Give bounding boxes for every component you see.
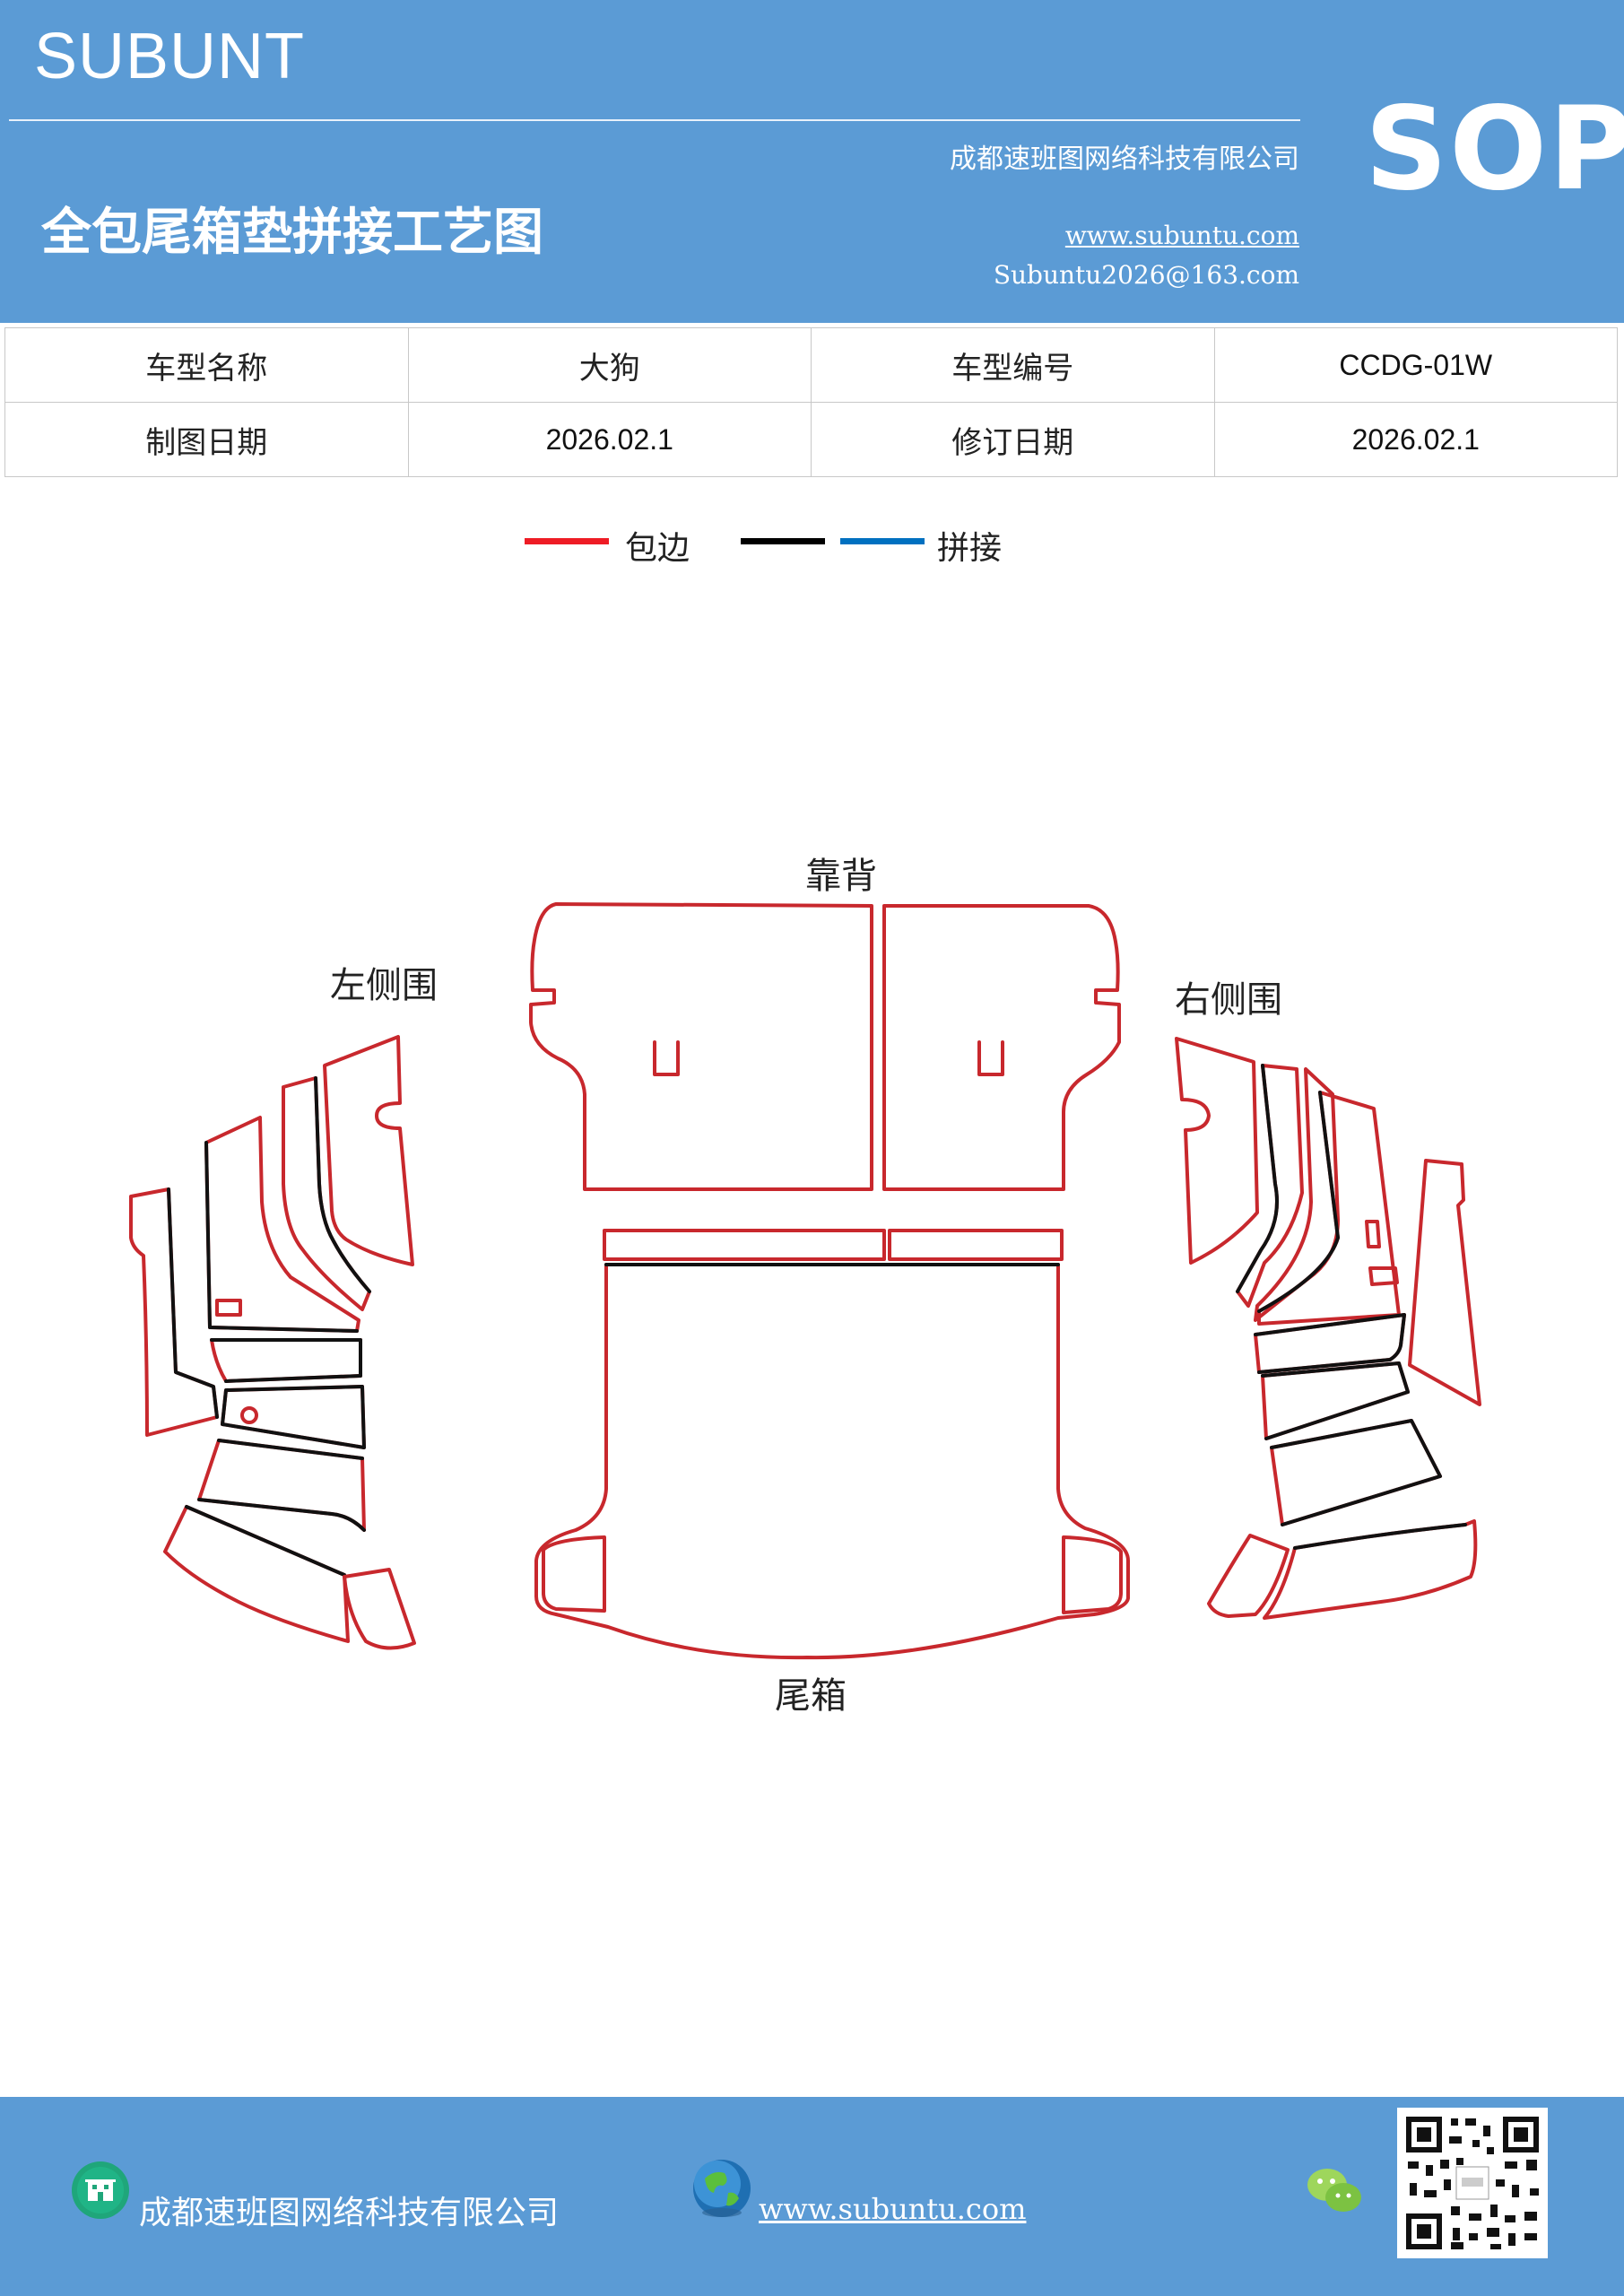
page-title: 全包尾箱垫拼接工艺图 xyxy=(41,203,543,262)
backrest-left-panel xyxy=(529,902,873,1191)
table-value: CCDG-01W xyxy=(1213,327,1618,403)
table-value: 2026.02.1 xyxy=(1213,402,1618,477)
trunk-mat-diagram: 靠背 左侧围 右侧围 尾箱 xyxy=(129,856,1481,1717)
header-company-name: 成都速班图网络科技有限公司 xyxy=(950,144,1299,175)
header-email: Subuntu2026@163.com xyxy=(993,260,1299,290)
trunk-strip-right xyxy=(888,1229,1064,1261)
left-side-seam-column xyxy=(167,1187,219,1419)
left-side-seam-5 xyxy=(221,1385,366,1449)
legend-swatch-black xyxy=(741,538,825,544)
right-side-seam-2 xyxy=(1236,1064,1279,1293)
right-side-panel-2 xyxy=(1236,1064,1304,1308)
left-side-seam-6 xyxy=(197,1439,366,1532)
right-side-seam-7 xyxy=(1270,1419,1442,1526)
table-label: 车型名称 xyxy=(4,327,409,403)
right-side-seam-8 xyxy=(1293,1523,1467,1550)
table-label: 修订日期 xyxy=(811,402,1215,477)
right-side-seam-6 xyxy=(1261,1361,1410,1440)
left-side-panel-3 xyxy=(204,1116,360,1333)
sop-badge: SOP xyxy=(1365,83,1624,216)
right-side-panel-9 xyxy=(1207,1534,1290,1618)
label-right-side: 右侧围 xyxy=(1175,979,1282,1021)
left-side-small-slot xyxy=(215,1299,242,1317)
right-side-panel-7 xyxy=(1270,1419,1442,1526)
left-side-hole xyxy=(240,1406,258,1424)
table-row: 车型名称 大狗 车型编号 CCDG-01W xyxy=(4,327,1618,403)
left-side-panel-1 xyxy=(323,1035,414,1266)
right-side-slot-2 xyxy=(1368,1266,1399,1286)
right-side-outer-column xyxy=(1408,1159,1481,1406)
left-side-seam-7 xyxy=(185,1505,346,1577)
footer-website-link[interactable]: www.subuntu.com xyxy=(759,2192,1027,2226)
header-website-link[interactable]: www.subuntu.com xyxy=(1064,221,1299,250)
wechat-icon[interactable] xyxy=(1304,2163,1367,2219)
qr-code xyxy=(1397,2108,1548,2258)
trunk-wheel-well-left xyxy=(542,1535,606,1613)
trunk-wheel-well-right xyxy=(1062,1535,1123,1614)
left-side-panel-7 xyxy=(163,1505,350,1643)
table-value: 2026.02.1 xyxy=(407,402,812,477)
right-side-seam-4 xyxy=(1257,1091,1340,1313)
label-backrest: 靠背 xyxy=(805,856,877,897)
backrest-right-panel xyxy=(882,904,1121,1191)
brand-logo-text: SUBUNT xyxy=(34,21,306,92)
legend-label-seam: 拼接 xyxy=(937,530,1003,567)
left-side-seam-4 xyxy=(210,1338,362,1383)
right-side-panel-4 xyxy=(1257,1091,1401,1326)
left-side-seam-2 xyxy=(314,1076,371,1293)
backrest-left-slot xyxy=(653,1040,680,1076)
backrest-right-slot xyxy=(977,1040,1004,1076)
right-side-seam-5 xyxy=(1254,1313,1406,1374)
vehicle-info-table: 车型名称 大狗 车型编号 CCDG-01W 制图日期 2026.02.1 修订日… xyxy=(4,327,1618,477)
left-side-outer-column xyxy=(129,1187,219,1437)
label-trunk: 尾箱 xyxy=(775,1675,847,1717)
legend: 包边 拼接 xyxy=(0,520,1624,574)
table-label: 车型编号 xyxy=(811,327,1215,403)
table-row: 制图日期 2026.02.1 修订日期 2026.02.1 xyxy=(4,402,1618,477)
footer-company-name: 成都速班图网络科技有限公司 xyxy=(139,2195,560,2231)
building-icon xyxy=(72,2161,129,2219)
right-side-panel-1 xyxy=(1175,1037,1259,1265)
right-side-slot-1 xyxy=(1365,1220,1381,1248)
table-label: 制图日期 xyxy=(4,402,409,477)
header-divider xyxy=(9,119,1300,121)
label-left-side: 左侧围 xyxy=(330,965,438,1006)
legend-label-edge: 包边 xyxy=(625,530,690,567)
legend-swatch-seam xyxy=(840,538,925,544)
trunk-strip-left xyxy=(603,1229,886,1261)
left-side-seam-3 xyxy=(204,1141,359,1333)
header-banner xyxy=(0,0,1624,323)
table-value: 大狗 xyxy=(407,327,812,403)
globe-icon xyxy=(693,2160,751,2217)
trunk-floor-outline xyxy=(534,1263,1130,1660)
legend-swatch-edge xyxy=(525,538,609,544)
left-side-panel-8 xyxy=(343,1568,416,1650)
